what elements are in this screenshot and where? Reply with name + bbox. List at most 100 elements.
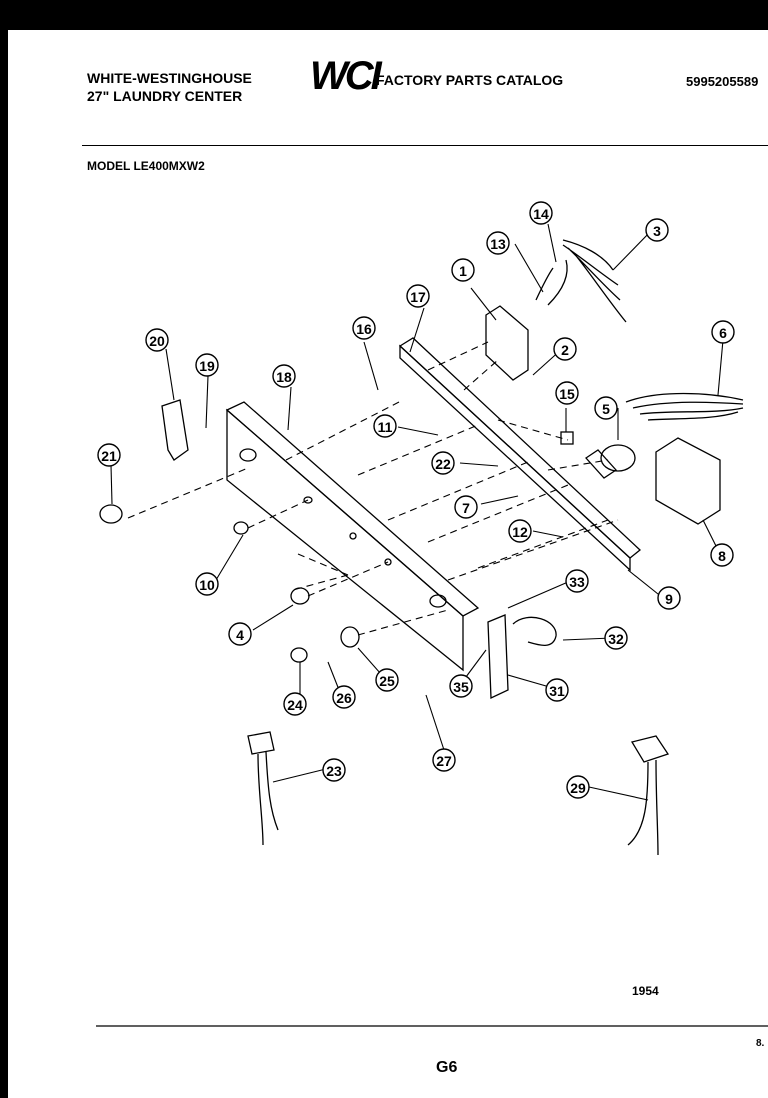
callout-1: 1: [451, 258, 475, 282]
callout-circle: [555, 381, 579, 405]
header-rule: [82, 145, 768, 146]
callout-8: 8: [710, 543, 734, 567]
callout-label: 22: [435, 456, 451, 472]
callout-label: 15: [559, 386, 575, 402]
callout-14: 14: [529, 201, 553, 225]
callout-label: 18: [276, 369, 292, 385]
callout-circle: [406, 284, 430, 308]
callout-5: 5: [594, 396, 618, 420]
callout-circle: [322, 758, 346, 782]
callout-circle: [283, 692, 307, 716]
callout-15: 15: [555, 381, 579, 405]
callout-circle: [332, 685, 356, 709]
callout-circle: [431, 451, 455, 475]
callout-13: 13: [486, 231, 510, 255]
brand-line-1: WHITE-WESTINGHOUSE: [87, 70, 252, 86]
callout-label: 1: [459, 263, 467, 279]
callout-label: 3: [653, 223, 661, 239]
callout-11: 11: [373, 414, 397, 438]
callout-circle: [508, 519, 532, 543]
leader-lines: [110, 223, 724, 801]
corner-mark: 8.: [756, 1038, 765, 1049]
callout-17: 17: [406, 284, 430, 308]
exploded-parts-diagram: 1234567891011121314151617181920212223242…: [96, 201, 768, 1076]
callout-circle: [195, 353, 219, 377]
callout-label: 32: [608, 631, 624, 647]
callout-circle: [657, 586, 681, 610]
brand-line-2: 27" LAUNDRY CENTER: [87, 88, 243, 104]
callout-circle: [195, 572, 219, 596]
callout-circle: [449, 674, 473, 698]
model-number: MODEL LE400MXW2: [87, 159, 205, 173]
callout-label: 17: [410, 289, 426, 305]
callout-4: 4: [228, 622, 252, 646]
callout-label: 11: [378, 419, 393, 435]
callout-label: 12: [512, 524, 528, 540]
callout-6: 6: [711, 320, 735, 344]
callout-label: 16: [356, 321, 372, 337]
callout-7: 7: [454, 495, 478, 519]
callout-circle: [373, 414, 397, 438]
callout-21: 21: [97, 443, 121, 467]
callout-18: 18: [272, 364, 296, 388]
callout-label: 35: [453, 679, 469, 695]
callout-19: 19: [195, 353, 219, 377]
callout-circle: [711, 320, 735, 344]
callout-circle: [604, 626, 628, 650]
parts-artwork: [99, 239, 744, 856]
catalog-number: 5995205589: [686, 74, 759, 89]
callout-circle: [145, 328, 169, 352]
callout-2: 2: [553, 337, 577, 361]
callout-25: 25: [375, 668, 399, 692]
catalog-title: FACTORY PARTS CATALOG: [376, 72, 564, 88]
page-number: G6: [436, 1059, 457, 1076]
callout-20: 20: [145, 328, 169, 352]
callout-26: 26: [332, 685, 356, 709]
callout-circle: [565, 569, 589, 593]
callout-23: 23: [322, 758, 346, 782]
callout-label: 29: [570, 780, 586, 796]
callout-label: 24: [287, 697, 303, 713]
callout-circle: [645, 218, 669, 242]
callout-label: 6: [719, 325, 727, 341]
callout-circle: [454, 495, 478, 519]
callout-29: 29: [566, 775, 590, 799]
catalog-page: WHITE-WESTINGHOUSE 27" LAUNDRY CENTER WC…: [8, 30, 768, 1098]
callout-label: 23: [326, 763, 342, 779]
callout-16: 16: [352, 316, 376, 340]
callout-label: 5: [602, 401, 610, 417]
callout-label: 27: [436, 753, 452, 769]
callout-circle: [529, 201, 553, 225]
callout-circle: [97, 443, 121, 467]
callout-circle: [566, 775, 590, 799]
callout-12: 12: [508, 519, 532, 543]
callout-32: 32: [604, 626, 628, 650]
callout-circle: [545, 678, 569, 702]
callout-label: 31: [549, 683, 565, 699]
callout-label: 21: [101, 448, 117, 464]
callout-circle: [272, 364, 296, 388]
callout-27: 27: [432, 748, 456, 772]
callout-35: 35: [449, 674, 473, 698]
callout-label: 2: [561, 342, 569, 358]
callout-circle: [553, 337, 577, 361]
callout-circle: [228, 622, 252, 646]
figure-code: 1954: [632, 984, 659, 998]
callout-circle: [432, 748, 456, 772]
callout-31: 31: [545, 678, 569, 702]
callout-circle: [486, 231, 510, 255]
callout-circle: [594, 396, 618, 420]
callout-label: 33: [569, 574, 585, 590]
callout-label: 10: [199, 577, 215, 593]
callout-label: 25: [379, 673, 395, 689]
callout-circle: [375, 668, 399, 692]
callout-24: 24: [283, 692, 307, 716]
callout-22: 22: [431, 451, 455, 475]
callout-label: 7: [462, 500, 470, 516]
callout-10: 10: [195, 572, 219, 596]
callout-label: 13: [490, 236, 506, 252]
wci-logo: WCI: [310, 54, 382, 98]
callout-label: 4: [236, 627, 244, 643]
callout-label: 8: [718, 548, 726, 564]
